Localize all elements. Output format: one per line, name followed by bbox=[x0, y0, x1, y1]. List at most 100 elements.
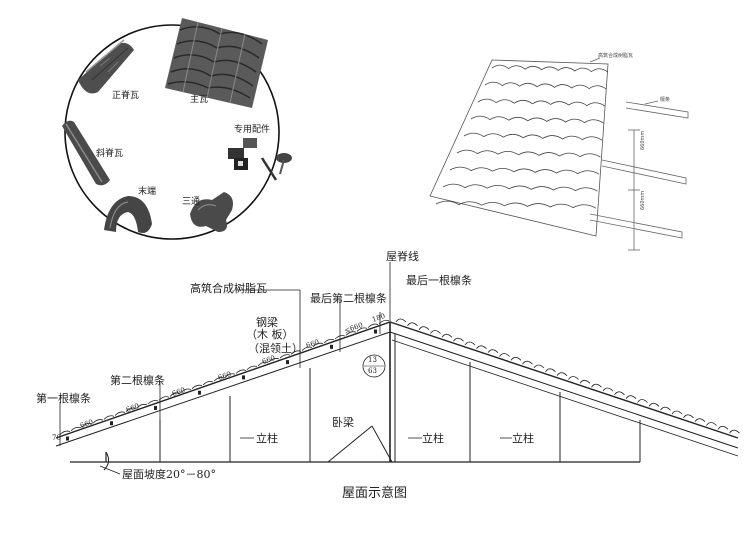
tile-bump bbox=[476, 345, 487, 350]
tile-bump bbox=[625, 395, 637, 399]
tiles-right-slope bbox=[395, 318, 740, 434]
label-ridge-tile: 正脊瓦 bbox=[112, 91, 140, 101]
tile-course-line bbox=[491, 64, 609, 73]
tile-bump bbox=[430, 330, 441, 334]
tile-bump bbox=[257, 361, 269, 367]
end-piece-image bbox=[104, 196, 152, 233]
label-column-3: 立柱 bbox=[512, 432, 534, 445]
label-slope-den: 63 bbox=[368, 367, 377, 375]
label-end-piece: 末端 bbox=[138, 187, 157, 197]
main-tile-image bbox=[165, 18, 268, 108]
hip-ridge-tile-image bbox=[62, 120, 110, 186]
tile-bump bbox=[345, 331, 357, 336]
label-beam: 卧梁 bbox=[332, 416, 354, 429]
tile-bump bbox=[114, 411, 126, 416]
label-column-2: 立柱 bbox=[422, 432, 444, 445]
tile-bump bbox=[487, 349, 499, 353]
label-hip-ridge-tile: 斜脊瓦 bbox=[96, 149, 124, 159]
tile-bump bbox=[279, 354, 291, 359]
tile-bump bbox=[464, 341, 476, 346]
tile-bump bbox=[92, 419, 104, 424]
tile-bump bbox=[59, 430, 71, 435]
purlin-mark bbox=[286, 360, 289, 365]
tile-bump bbox=[499, 353, 510, 357]
tile-course-line bbox=[435, 200, 597, 209]
purlins bbox=[589, 101, 689, 239]
tile-bump bbox=[407, 322, 418, 327]
tile-bump bbox=[568, 376, 579, 380]
tile-course-line bbox=[477, 98, 606, 107]
tile-bump bbox=[70, 426, 82, 432]
tile-bump bbox=[301, 346, 313, 351]
parts-wheel bbox=[62, 18, 292, 240]
tile-bump bbox=[648, 402, 660, 407]
label-steel-beam: 钢梁 bbox=[256, 316, 278, 329]
label-ridge-line: 屋脊线 bbox=[386, 250, 419, 263]
label-wood-board: （木 板） bbox=[246, 328, 294, 341]
tile-bump bbox=[591, 383, 602, 388]
label-concrete: （混领土） bbox=[248, 342, 303, 355]
tile-course-line bbox=[463, 132, 603, 141]
tile-bump bbox=[136, 403, 148, 409]
label-second-last-purlin: 最后第二根檩条 bbox=[310, 292, 387, 305]
tile-bump bbox=[614, 391, 625, 396]
tile-sheet-drawing bbox=[429, 57, 689, 251]
tile-bump bbox=[660, 406, 671, 411]
label-main-tile: 主瓦 bbox=[190, 95, 209, 105]
purlin-mark bbox=[154, 405, 157, 410]
tile-bump bbox=[147, 400, 159, 405]
tile-bump bbox=[729, 429, 740, 434]
tile-bump bbox=[717, 425, 729, 430]
tile-bump bbox=[556, 372, 568, 376]
tile-bump bbox=[81, 423, 93, 428]
purlin-mark bbox=[66, 436, 69, 441]
ridge-tile-image bbox=[78, 39, 134, 94]
tile-bump bbox=[395, 318, 407, 323]
label-special-fittings: 专用配件 bbox=[234, 125, 271, 135]
tile-course-line bbox=[456, 149, 601, 158]
tile-bump bbox=[683, 414, 694, 419]
roof-section-drawing bbox=[55, 262, 740, 475]
purlin-marks bbox=[66, 329, 377, 441]
tile-bump bbox=[367, 323, 379, 328]
purlin-mark bbox=[242, 375, 245, 380]
label-dim-70: 70 bbox=[52, 434, 61, 442]
purlin-mark bbox=[198, 390, 201, 395]
tile-bump bbox=[694, 418, 706, 422]
purlin-mark bbox=[374, 329, 377, 334]
tile-bump bbox=[671, 410, 683, 415]
tile-bump bbox=[224, 373, 236, 378]
tile-bump bbox=[213, 377, 225, 382]
tile-bump bbox=[180, 388, 192, 393]
tile-bump bbox=[545, 368, 556, 373]
tile-bump bbox=[602, 387, 614, 392]
tile-course-line bbox=[442, 183, 598, 192]
label-dim-lower: 660mm bbox=[640, 190, 646, 210]
label-slope: 屋面坡度20°－80° bbox=[122, 468, 216, 481]
purlin-mark bbox=[110, 421, 113, 426]
tile-bump bbox=[235, 369, 247, 374]
tile-bump bbox=[268, 358, 280, 363]
tile-bump bbox=[706, 422, 717, 426]
tile-bump bbox=[246, 365, 258, 370]
tile-bump bbox=[312, 342, 324, 348]
tile-course-line bbox=[470, 115, 604, 124]
label-purlin: 檩条 bbox=[660, 97, 671, 103]
tile-bump bbox=[125, 407, 137, 412]
label-tile: 高筑合成树脂瓦 bbox=[190, 282, 267, 295]
tile-bump bbox=[522, 360, 533, 365]
tee-piece-image bbox=[190, 192, 233, 232]
tile-course-line bbox=[484, 81, 607, 90]
label-last-purlin: 最后一根檩条 bbox=[406, 274, 472, 287]
tile-bump bbox=[169, 392, 181, 397]
caption: 屋面示意图 bbox=[342, 486, 408, 501]
tile-bump bbox=[323, 338, 335, 344]
label-column-1: 立柱 bbox=[256, 432, 278, 445]
tile-bump bbox=[418, 326, 430, 330]
tile-course-line bbox=[449, 166, 600, 175]
label-sheet: 高筑合成树脂瓦 bbox=[598, 53, 634, 59]
label-second-purlin: 第二根檩条 bbox=[110, 374, 165, 387]
tile-bump bbox=[441, 333, 453, 338]
tile-bump bbox=[103, 415, 115, 420]
